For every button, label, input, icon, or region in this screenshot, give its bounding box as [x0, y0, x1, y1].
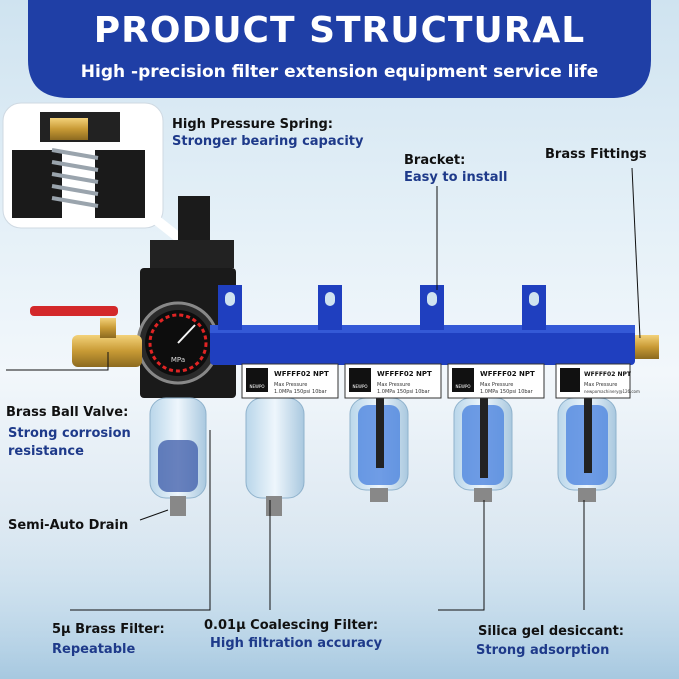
filter-label-4: WFFFF02 NPT Max Pressure newpomachinery@… — [555, 363, 640, 399]
callout-ball-valve-heading: Brass Ball Valve: — [6, 405, 129, 420]
callout-brass-filter-heading: 5μ Brass Filter: — [52, 622, 165, 637]
callout-brass-fittings: Brass Fittings — [545, 147, 647, 162]
brand-logo: NEWPO — [249, 384, 264, 389]
filter-label-1: WFFFF02 NPT Max Pressure 1.0MPa 150psi 1… — [241, 363, 339, 399]
callout-coalescing-heading: 0.01μ Coalescing Filter: — [204, 618, 379, 633]
callout-spring-heading: High Pressure Spring: — [172, 117, 333, 132]
callout-brass-filter-desc: Repeatable — [52, 642, 136, 657]
header-banner — [28, 0, 651, 98]
label-line: Max Pressure — [584, 382, 617, 388]
label-model: WFFFF02 NPT — [274, 370, 329, 378]
filter-bowls — [149, 397, 617, 516]
label-model: WFFFF02 NPT — [480, 370, 535, 378]
brass-fitting — [635, 335, 659, 359]
water-splash — [0, 520, 679, 679]
label-line: Max Pressure — [377, 382, 410, 388]
callout-bracket-desc: Easy to install — [404, 170, 508, 185]
label-line: newpomachinery@126.com — [584, 389, 640, 394]
callout-bracket-heading: Bracket: — [404, 153, 466, 168]
manifold-bar — [210, 285, 659, 365]
filter-labels: WFFFF02 NPT Max Pressure 1.0MPa 150psi 1… — [241, 363, 640, 399]
ball-valve — [30, 306, 142, 367]
gauge-unit: MPa — [171, 356, 185, 364]
brand-logo: NEWPO — [455, 384, 470, 389]
callout-coalescing-desc: High filtration accuracy — [210, 636, 383, 651]
label-line: 1.0MPa 150psi 10bar — [480, 389, 534, 395]
callout-ball-valve-desc-1: Strong corrosion — [8, 426, 131, 441]
label-line: 1.0MPa 150psi 10bar — [377, 389, 431, 395]
label-line: 1.0MPa 150psi 10bar — [274, 389, 328, 395]
callout-spring-desc: Stronger bearing capacity — [172, 134, 364, 149]
callout-ball-valve-desc-2: resistance — [8, 444, 84, 459]
page-title: PRODUCT STRUCTURAL — [93, 10, 586, 51]
filter-label-3: WFFFF02 NPT Max Pressure 1.0MPa 150psi 1… — [447, 363, 545, 399]
brand-logo: NEWPO — [352, 384, 367, 389]
label-model: WFFFF02 NPT — [377, 370, 432, 378]
callout-silica-desc: Strong adsorption — [476, 643, 610, 658]
label-model: WFFFF02 NPT — [584, 371, 632, 378]
label-line: Max Pressure — [480, 382, 513, 388]
regulator: MPa — [136, 196, 236, 398]
page-subtitle: High -precision filter extension equipme… — [80, 62, 599, 82]
callout-drain: Semi-Auto Drain — [8, 518, 129, 533]
filter-label-2: WFFFF02 NPT Max Pressure 1.0MPa 150psi 1… — [344, 363, 442, 399]
callout-lines — [6, 167, 641, 611]
label-line: Max Pressure — [274, 382, 307, 388]
callout-silica-heading: Silica gel desiccant: — [478, 624, 625, 639]
spring-inset — [2, 102, 192, 249]
